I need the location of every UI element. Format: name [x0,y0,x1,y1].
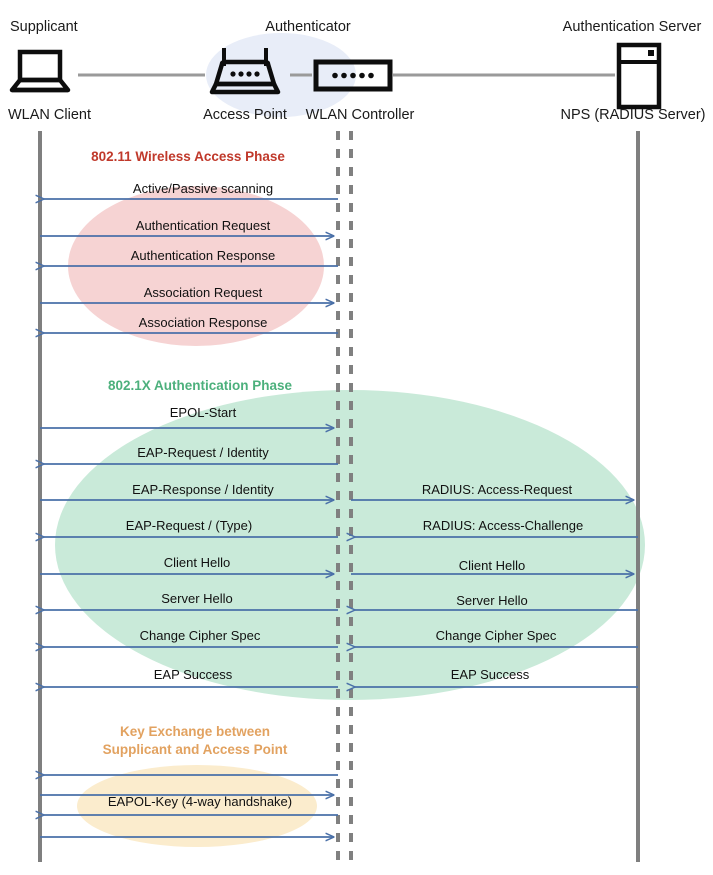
message-label-authentication-response: Authentication Response [130,248,276,263]
message-label-eap-success-right: EAP Success [450,667,530,682]
message-label-change-cipher-spec-left: Change Cipher Spec [139,628,261,643]
phase-label-key-exchange-line1: Key Exchange between [119,724,271,739]
message-label-server-hello-left: Server Hello [161,591,233,606]
phase-label-key-exchange-line2: Supplicant and Access Point [102,742,288,758]
server-tower-icon [616,42,662,110]
wireless-access-point-icon [209,48,281,95]
left-message-arrows [40,199,338,837]
message-label-association-request: Association Request [143,285,263,300]
actor-device-wlan-client: WLAN Client [8,107,91,123]
phase-label-80211: 802.11 Wireless Access Phase [91,149,285,164]
authenticator-group-halo [206,33,356,117]
actor-device-access-point: Access Point [203,107,287,123]
message-label-server-hello-right: Server Hello [456,593,528,608]
message-label-authentication-request: Authentication Request [135,218,271,233]
message-label-radius-access-challenge: RADIUS: Access-Challenge [422,518,584,533]
message-label-association-response: Association Response [138,315,268,330]
actor-role-authentication-server: Authentication Server [562,19,702,35]
message-label-eapol-key: EAPOL-Key (4-way handshake) [107,794,293,809]
laptop-icon [9,49,71,93]
phase-label-key-exchange: Key Exchange between Supplicant and Acce… [103,723,288,759]
message-label-eap-success-left: EAP Success [153,667,233,682]
message-label-radius-access-request: RADIUS: Access-Request [421,482,573,497]
message-label-epol-start: EPOL-Start [169,405,237,420]
message-label-eap-response-identity: EAP-Response / Identity [132,482,274,497]
right-message-arrows [351,500,638,687]
actor-device-wlan-controller: WLAN Controller [305,107,415,123]
phase-label-8021x: 802.1X Authentication Phase [107,378,293,393]
message-label-active-passive-scanning: Active/Passive scanning [132,181,274,196]
message-label-change-cipher-spec-right: Change Cipher Spec [435,628,557,643]
phase-ellipse-key-exchange [77,765,317,847]
actor-device-nps-radius-server: NPS (RADIUS Server) [560,107,706,123]
network-switch-icon [313,59,393,92]
actor-role-supplicant: Supplicant [10,19,78,35]
actor-role-authenticator: Authenticator [265,19,351,35]
message-label-eap-request-type: EAP-Request / (Type) [125,518,253,533]
message-label-eap-request-identity: EAP-Request / Identity [137,445,269,460]
message-label-client-hello-left: Client Hello [163,555,231,570]
message-label-client-hello-right: Client Hello [458,558,526,573]
